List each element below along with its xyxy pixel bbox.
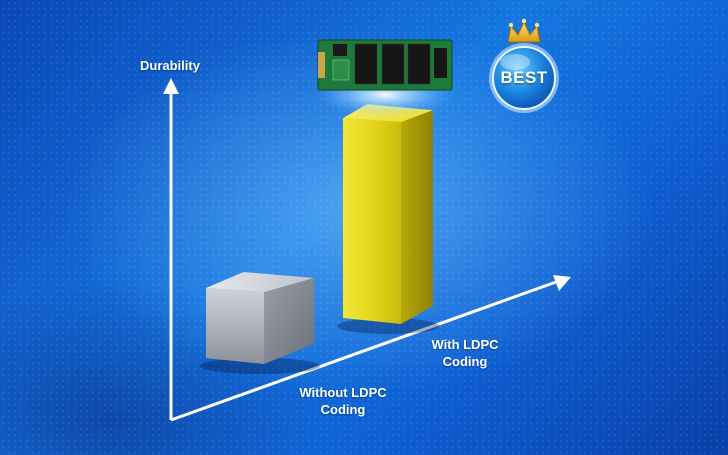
best-badge-label: BEST [500,68,548,87]
bar-shadow [337,318,439,334]
x-axis-arrow [553,275,571,291]
category-label-line: Coding [442,354,488,369]
bar-top-face [206,272,314,292]
bar-front-face [206,288,264,364]
category-label-with-ldpc: With LDPC Coding [400,336,530,370]
category-label-without-ldpc: Without LDPC Coding [278,384,408,418]
bar-shadow [200,358,320,374]
y-axis-label: Durability [140,58,200,73]
bar-side-face [264,278,314,364]
cube-without-ldpc [200,272,320,374]
category-label-line: Coding [320,402,366,417]
m2-ssd-icon [315,39,455,117]
crown-icon [507,18,541,43]
category-label-line: With LDPC [431,337,499,352]
bars-group [200,104,439,374]
y-axis [163,78,179,420]
x-axis [170,275,571,422]
x-axis-line [170,280,557,422]
best-badge-label-wrap: BEST [486,22,562,120]
best-badge [489,18,559,113]
bar-side-face [401,110,433,324]
bar-front-face [343,118,401,324]
y-axis-arrow [163,78,179,94]
category-label-line: Without LDPC [299,385,387,400]
bar-with-ldpc [337,104,439,334]
